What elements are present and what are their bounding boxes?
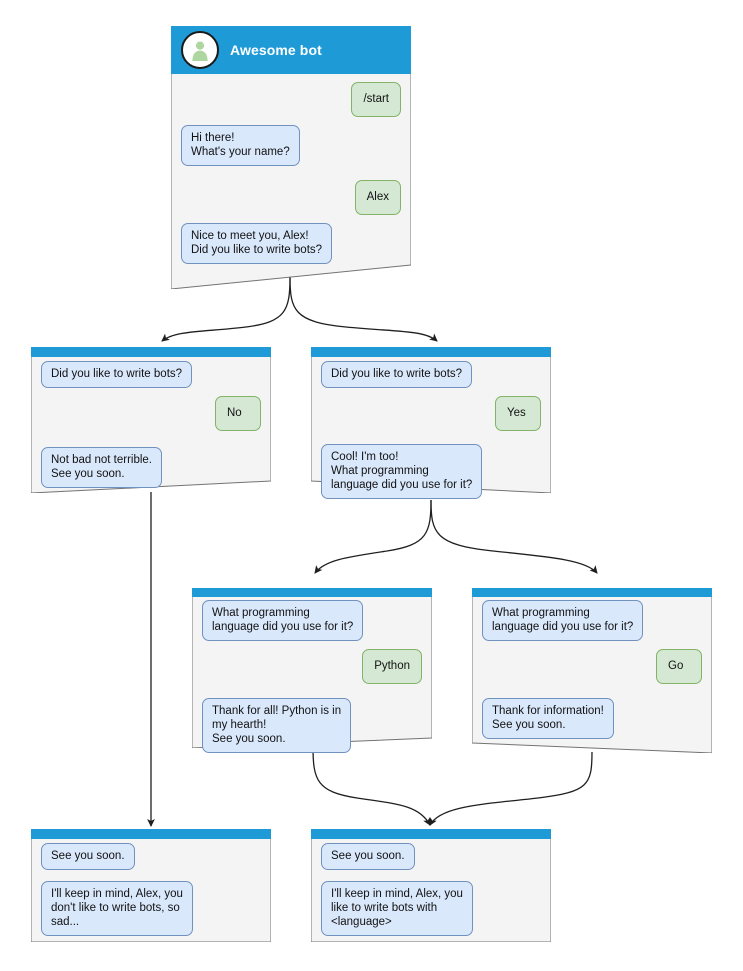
bot-message-bubble[interactable]: Did you like to write bots? — [41, 361, 193, 388]
node-end-yes-chat: See you soon. I'll keep in mind, Alex, y… — [311, 829, 551, 936]
bot-name-label: Awesome bot — [230, 42, 322, 58]
node-root-body: Awesome bot /start Hi there! What's your… — [171, 26, 411, 272]
node-root-chat: /start Hi there! What's your name? Alex … — [171, 26, 411, 264]
node-python-branch-chat: What programming language did you use fo… — [192, 588, 432, 753]
node-python-branch-body: What programming language did you use fo… — [192, 588, 432, 761]
message-row: What programming language did you use fo… — [482, 600, 702, 641]
bot-message-bubble[interactable]: Cool! I'm too! What programming language… — [321, 444, 483, 499]
node-end-yes-body: See you soon. I'll keep in mind, Alex, y… — [311, 829, 551, 944]
node-python-branch[interactable]: What programming language did you use fo… — [192, 588, 432, 753]
bot-message-bubble[interactable]: Hi there! What's your name? — [181, 125, 300, 166]
bot-message-bubble[interactable]: Thank for all! Python is in my hearth! S… — [202, 698, 352, 753]
node-end-yes[interactable]: See you soon. I'll keep in mind, Alex, y… — [311, 829, 551, 942]
user-message-bubble[interactable]: Yes — [495, 396, 541, 431]
bot-message-bubble[interactable]: What programming language did you use fo… — [482, 600, 644, 641]
message-row: Thank for all! Python is in my hearth! S… — [202, 698, 422, 753]
user-message-bubble[interactable]: No — [215, 396, 261, 431]
message-row: Hi there! What's your name? — [181, 125, 401, 166]
bot-message-bubble[interactable]: Thank for information! See you soon. — [482, 698, 614, 739]
user-message-bubble[interactable]: Alex — [354, 180, 401, 215]
message-row: /start — [181, 82, 401, 117]
bot-message-bubble[interactable]: What programming language did you use fo… — [202, 600, 364, 641]
user-message-bubble[interactable]: Python — [362, 649, 422, 684]
node-end-no[interactable]: See you soon. I'll keep in mind, Alex, y… — [31, 829, 271, 942]
user-message-bubble[interactable]: Go — [656, 649, 702, 684]
node-yes-branch-body: Did you like to write bots? Yes Cool! I'… — [311, 347, 551, 507]
message-row: Thank for information! See you soon. — [482, 698, 702, 739]
user-message-bubble[interactable]: /start — [351, 82, 401, 117]
message-row: I'll keep in mind, Alex, you like to wri… — [321, 881, 541, 936]
node-end-no-body: See you soon. I'll keep in mind, Alex, y… — [31, 829, 271, 944]
node-yes-branch-chat: Did you like to write bots? Yes Cool! I'… — [311, 347, 551, 499]
message-row: Did you like to write bots? — [321, 361, 541, 388]
message-row: I'll keep in mind, Alex, you don't like … — [41, 881, 261, 936]
node-end-no-chat: See you soon. I'll keep in mind, Alex, y… — [31, 829, 271, 936]
node-go-branch[interactable]: What programming language did you use fo… — [472, 588, 712, 753]
node-root[interactable]: Awesome bot /start Hi there! What's your… — [171, 26, 411, 289]
message-row: Nice to meet you, Alex! Did you like to … — [181, 223, 401, 264]
edge-go-to-end-yes — [429, 751, 593, 826]
node-go-branch-body: What programming language did you use fo… — [472, 588, 712, 747]
node-no-branch-body: Did you like to write bots? No Not bad n… — [31, 347, 271, 496]
edge-yes-to-go — [430, 499, 598, 574]
node-yes-branch[interactable]: Did you like to write bots? Yes Cool! I'… — [311, 347, 551, 499]
bot-message-bubble[interactable]: I'll keep in mind, Alex, you like to wri… — [321, 881, 473, 936]
bot-message-bubble[interactable]: Not bad not terrible. See you soon. — [41, 447, 163, 488]
node-root-titlebar: Awesome bot — [171, 26, 411, 74]
message-row: Not bad not terrible. See you soon. — [41, 447, 261, 488]
bot-message-bubble[interactable]: Nice to meet you, Alex! Did you like to … — [181, 223, 333, 264]
message-row: See you soon. — [41, 843, 261, 870]
bot-message-bubble[interactable]: I'll keep in mind, Alex, you don't like … — [41, 881, 193, 936]
message-row: What programming language did you use fo… — [202, 600, 422, 641]
bot-message-bubble[interactable]: See you soon. — [41, 843, 135, 870]
message-row: Did you like to write bots? — [41, 361, 261, 388]
bot-message-bubble[interactable]: See you soon. — [321, 843, 415, 870]
message-row: Go — [482, 649, 702, 684]
node-go-branch-chat: What programming language did you use fo… — [472, 588, 712, 739]
message-row: See you soon. — [321, 843, 541, 870]
message-row: No — [41, 396, 261, 431]
message-row: Yes — [321, 396, 541, 431]
bot-message-bubble[interactable]: Did you like to write bots? — [321, 361, 473, 388]
node-no-branch-chat: Did you like to write bots? No Not bad n… — [31, 347, 271, 488]
message-row: Cool! I'm too! What programming language… — [321, 444, 541, 499]
node-no-branch[interactable]: Did you like to write bots? No Not bad n… — [31, 347, 271, 493]
edge-yes-to-python — [314, 499, 432, 574]
message-row: Python — [202, 649, 422, 684]
message-row: Alex — [181, 180, 401, 215]
person-avatar-icon — [181, 31, 219, 69]
